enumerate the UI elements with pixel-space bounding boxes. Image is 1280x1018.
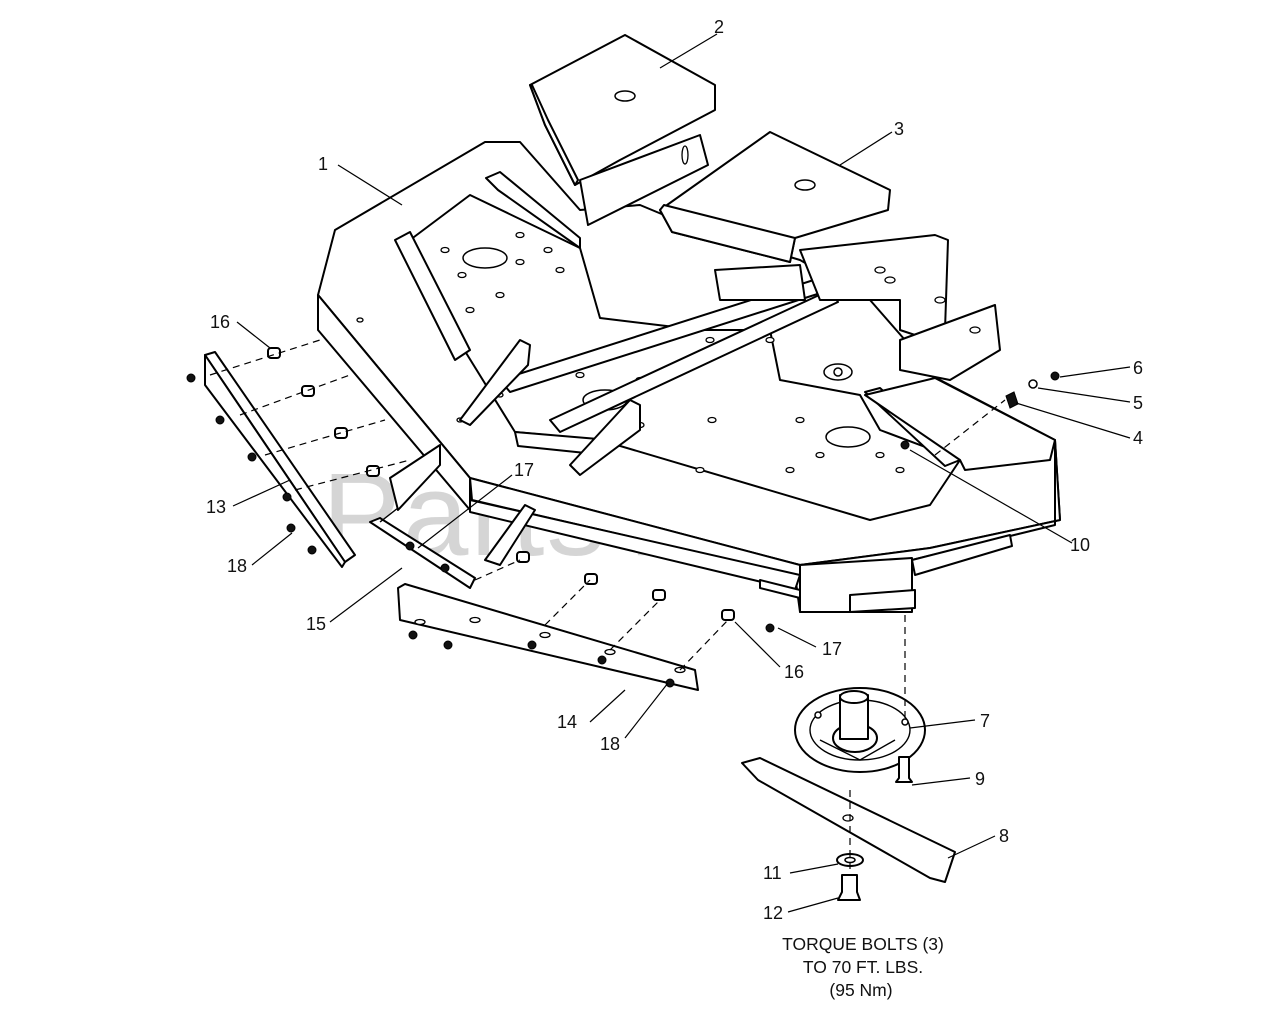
blade-bolt-12 [837, 874, 861, 901]
blade-8 [741, 757, 956, 883]
callout-16-left: 16 [210, 312, 230, 332]
torque-note-line3: (95 Nm) [829, 980, 892, 1000]
callout-13: 13 [206, 497, 226, 517]
callout-10: 10 [1070, 535, 1090, 555]
torque-note-line2: TO 70 FT. LBS. [803, 957, 923, 977]
callout-11: 11 [763, 863, 782, 883]
callout-18-bottom: 18 [600, 734, 620, 754]
callout-16-front: 16 [784, 662, 804, 682]
callout-3: 3 [894, 119, 904, 139]
bracket-15 [369, 444, 476, 589]
belt-cover-3 [659, 131, 891, 263]
spacers-16-front [516, 551, 735, 621]
callout-6: 6 [1133, 358, 1143, 378]
callout-4: 4 [1133, 428, 1143, 448]
baffle-bar-14 [397, 583, 699, 691]
callout-14: 14 [557, 712, 577, 732]
callout-17-right: 17 [822, 639, 842, 659]
callout-12: 12 [763, 903, 783, 923]
spindle-7 [794, 687, 926, 773]
callout-8: 8 [999, 826, 1009, 846]
callout-9: 9 [975, 769, 985, 789]
callout-15: 15 [306, 614, 326, 634]
bolt-9 [895, 756, 913, 783]
torque-note: TORQUE BOLTS (3) TO 70 FT. LBS. (95 Nm) [782, 934, 944, 1000]
leader-lines [232, 33, 1131, 913]
callout-18-left: 18 [227, 556, 247, 576]
bolt-10 [900, 440, 910, 450]
hardware-4-5-6 [1005, 371, 1060, 409]
callout-2: 2 [714, 17, 724, 37]
callout-5: 5 [1133, 393, 1143, 413]
belt-cover-2 [529, 34, 716, 226]
torque-note-line1: TORQUE BOLTS (3) [782, 934, 944, 954]
callout-7: 7 [980, 711, 990, 731]
baffle-bar-13 [186, 351, 356, 568]
callout-numbers: 1 2 3 6 5 4 10 7 9 8 11 12 16 13 18 15 1… [206, 17, 1143, 923]
deck-shell [317, 141, 1061, 613]
callout-17-top: 17 [514, 460, 534, 480]
callout-1: 1 [318, 154, 328, 174]
